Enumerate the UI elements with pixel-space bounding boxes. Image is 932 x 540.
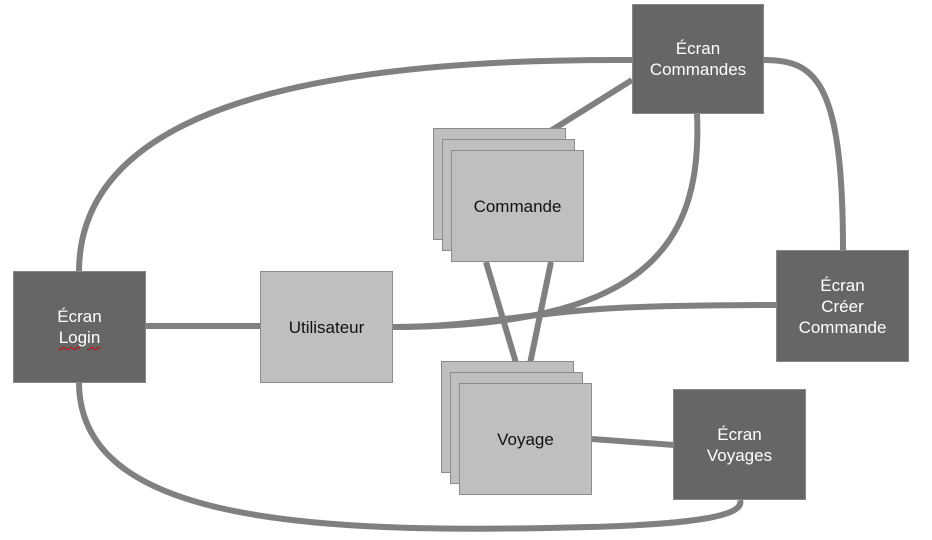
ecran-login-box: Écran Login <box>13 271 146 383</box>
voyage-box: Voyage <box>459 383 592 495</box>
utilisateur-box: Utilisateur <box>260 271 393 383</box>
link-utilisateur-creer <box>392 302 778 330</box>
ecran-voyages-box: Écran Voyages <box>673 389 806 500</box>
link-commandes-creer <box>763 57 846 251</box>
link-login-commandes <box>76 56 633 273</box>
ecran-login-label-line2: Login <box>58 328 101 347</box>
voyage-label: Voyage <box>497 429 554 449</box>
link-login-voyages <box>76 381 744 532</box>
ecran-creer-commande-box: Écran Créer Commande <box>776 250 909 362</box>
ecran-creer-commande-label: Écran Créer Commande <box>798 275 887 337</box>
ecran-commandes-label: Écran Commandes <box>649 39 747 79</box>
link-voyage-voyages <box>591 436 675 448</box>
utilisateur-label: Utilisateur <box>288 317 365 337</box>
ecran-voyages-label: Écran Voyages <box>706 424 773 465</box>
commande-label: Commande <box>473 196 562 216</box>
ecran-login-label-line1: Écran <box>57 307 102 326</box>
commande-box: Commande <box>451 150 584 262</box>
ecran-commandes-box: Écran Commandes <box>632 4 764 114</box>
